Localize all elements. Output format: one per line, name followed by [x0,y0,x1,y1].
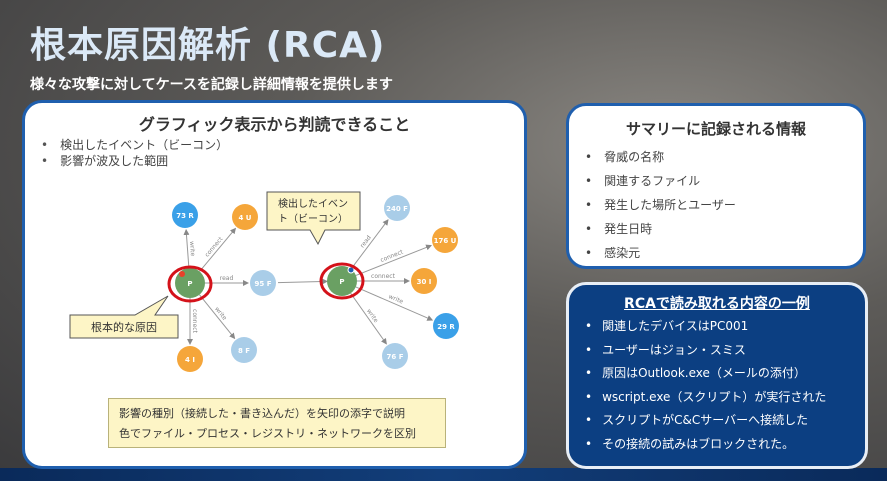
node-label: 76 F [387,353,404,361]
example-item: 関連したデバイスはPC001 [585,315,865,339]
node-label: 8 F [238,347,250,355]
summary-item: 感染元 [585,241,863,265]
summary-item: 発生日時 [585,217,863,241]
graph-edge [350,219,389,270]
graph-node-file [231,337,257,363]
summary-panel: サマリーに記録される情報 脅威の名称 関連するファイル 発生した場所とユーザー … [566,103,866,269]
node-label: 4 U [239,214,252,222]
graph-edge [277,278,329,285]
example-item: 原因はOutlook.exe（メールの添付） [585,362,865,386]
graphic-heading: グラフィック表示から判読できること [138,115,411,134]
bullet: 影響が波及した範囲 [41,153,524,169]
example-item: その接続の試みはブロックされた。 [585,433,865,457]
node-label: 29 R [437,323,455,331]
edge-label: connect [371,273,396,280]
beacon-highlight [319,262,365,300]
page-subtitle: 様々な攻撃に対してケースを記録し詳細情報を提供します [30,77,393,93]
graph-edge [355,244,432,276]
summary-heading: サマリーに記録される情報 [625,120,806,138]
note-line: 色でファイル・プロセス・レジストリ・ネットワークを区別 [119,427,416,440]
edge-label: connect [379,248,404,264]
graph-node-registry [172,202,198,228]
example-item: ユーザーはジョン・スミス [585,339,865,363]
callout-root-text: 根本的な原因 [91,320,157,334]
node-label: 30 I [417,278,432,286]
node-label: 240 F [386,205,408,213]
callout-event [266,191,361,246]
edge-label: read [220,275,234,282]
node-label: 95 F [255,280,272,288]
summary-item: 脅威の名称 [585,145,863,169]
graph-node-network [411,268,437,294]
graph-node-file [250,270,276,296]
graph-node-network [432,227,458,253]
example-item: wscript.exe（スクリプト）が実行された [585,386,865,410]
graph-node-process [327,266,357,296]
bottom-strip [0,468,887,481]
graph-node-file [382,343,408,369]
root-highlight [167,265,213,303]
graph-node-registry [433,313,459,339]
summary-item: 関連するファイル [585,169,863,193]
page-title: 根本原因解析 (RCA) [30,25,386,66]
callout-event-text: 検出したイベン [278,197,348,210]
graph-edge [199,227,237,272]
callout-event-text: ト（ビーコン） [278,213,348,225]
graph-edge [350,292,387,345]
edge-label: read [359,234,373,249]
callout-root [69,295,179,339]
node-label: P [187,280,192,288]
example-panel: RCAで読み取れる内容の一例 関連したデバイスはPC001 ユーザーはジョン・ス… [566,282,868,469]
graph-node-file [384,195,410,221]
root-marker-icon [179,271,185,277]
node-label: 4 I [185,356,195,364]
edge-label: write [188,241,196,257]
node-label: 176 U [434,237,457,245]
summary-item: 発生した場所とユーザー [585,193,863,217]
example-item: スクリプトがC&Cサーバーへ接続した [585,409,865,433]
bullet: 検出したイベント（ビーコン） [41,137,524,153]
graph-edge [199,294,236,340]
graph-node-network [177,346,203,372]
note-line: 影響の種別（接続した・書き込んだ）を矢印の添字で説明 [119,407,405,420]
graph-edge [183,228,190,269]
edge-label: connect [191,309,198,334]
edge-label: connect [204,235,225,258]
legend-note: 影響の種別（接続した・書き込んだ）を矢印の添字で説明 色でファイル・プロセス・レ… [108,398,446,448]
node-label: 73 R [176,212,194,220]
example-heading: RCAで読み取れる内容の一例 [624,296,810,312]
node-label: P [339,278,344,286]
graph-edge [355,286,434,321]
graph-node-network [232,204,258,230]
